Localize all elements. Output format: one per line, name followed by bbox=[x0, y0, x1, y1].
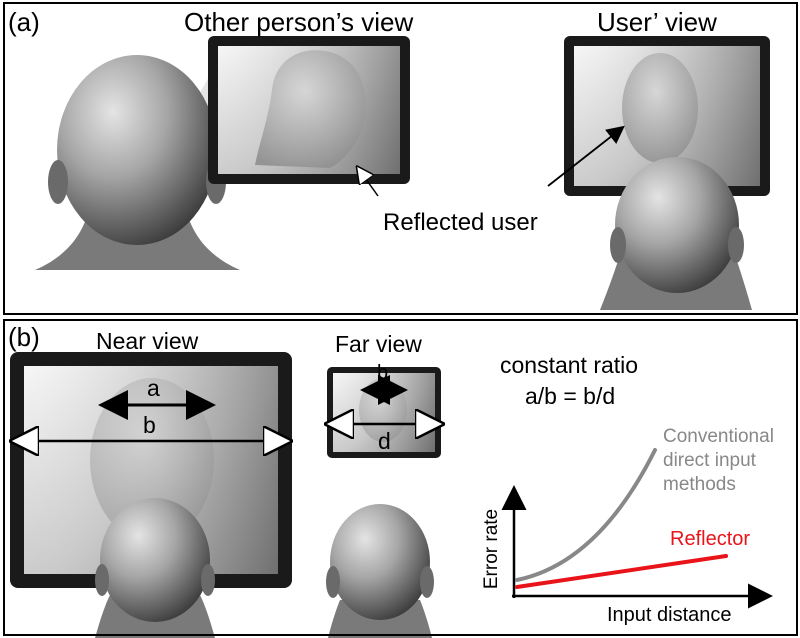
error-rate-chart bbox=[501, 448, 773, 609]
constant-ratio-label: constant ratio bbox=[500, 352, 639, 378]
far-b-label: b bbox=[377, 362, 389, 384]
near-view-title: Near view bbox=[96, 328, 199, 354]
series-reflector-line bbox=[515, 554, 728, 589]
legend-reflector: Reflector bbox=[670, 528, 751, 550]
panel-a-label: (a) bbox=[8, 7, 40, 37]
chart-x-axis-label: Input distance bbox=[607, 604, 732, 626]
panel-b-label: (b) bbox=[8, 322, 40, 352]
chart-y-axis-label: Error rate bbox=[481, 508, 503, 590]
near-a-label: a bbox=[147, 375, 160, 401]
legend-conventional-line2: direct input bbox=[663, 450, 756, 471]
near-b-label: b bbox=[143, 412, 156, 438]
user-head-far bbox=[326, 504, 434, 638]
other-person-view-title: Other person’s view bbox=[184, 7, 414, 37]
tablet-near-view bbox=[10, 352, 292, 588]
reflected-user-arrow-left bbox=[358, 168, 379, 197]
series-conventional-line bbox=[515, 448, 657, 582]
legend-conventional: Conventional direct input methods bbox=[663, 425, 774, 497]
legend-conventional-line1: Conventional bbox=[663, 426, 774, 447]
panel-b bbox=[3, 319, 798, 636]
user-view-title: User’ view bbox=[597, 7, 717, 37]
tablet-other-view bbox=[208, 36, 410, 184]
tablet-user-view bbox=[564, 36, 770, 196]
ratio-formula: a/b = b/d bbox=[525, 383, 616, 409]
user-head-near bbox=[95, 498, 215, 638]
far-view-title: Far view bbox=[335, 331, 422, 357]
user-head-a bbox=[600, 157, 752, 310]
reflected-user-label: Reflected user bbox=[383, 209, 538, 236]
reflected-user-arrow-right bbox=[547, 125, 625, 187]
far-d-label: d bbox=[378, 428, 391, 454]
legend-conventional-line3: methods bbox=[663, 474, 736, 495]
